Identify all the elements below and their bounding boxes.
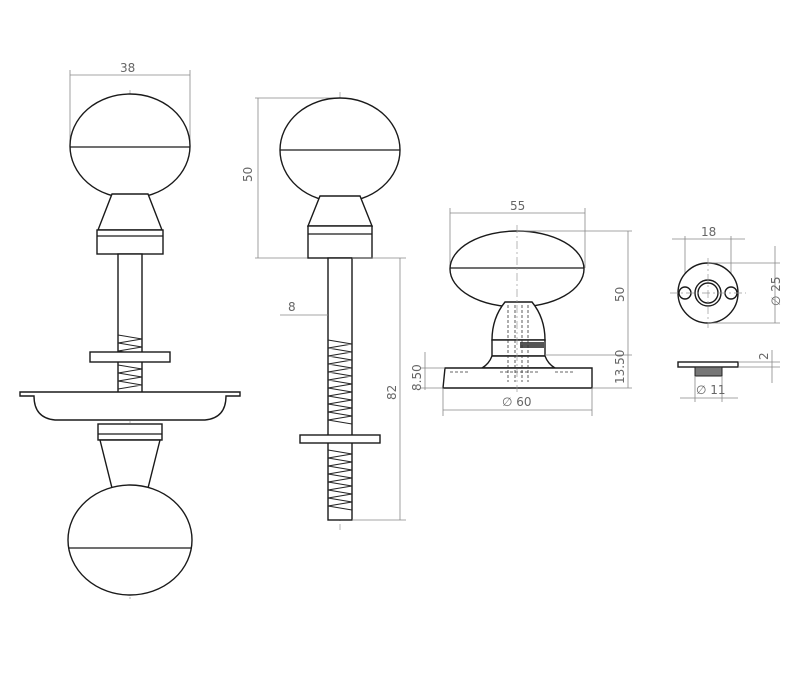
spindle-view: 50 8 82 bbox=[241, 92, 406, 530]
dim-hole-spacing-18: 18 bbox=[701, 225, 716, 239]
dim-boss-diameter-11: ∅ 11 bbox=[696, 383, 726, 397]
dim-knob-height-50: 50 bbox=[613, 287, 627, 302]
dim-rose-thickness-8-50: 8.50 bbox=[410, 364, 424, 391]
dim-knob-width-38: 38 bbox=[120, 61, 135, 75]
dim-spindle-width-8: 8 bbox=[288, 300, 296, 314]
escutcheon-view: 18 ∅ 25 2 ∅ 11 bbox=[670, 225, 783, 402]
rose-view: 55 50 13.50 8.50 ∅ 60 bbox=[410, 199, 632, 416]
assembly-view: 38 bbox=[19, 61, 241, 600]
dim-knob-height-50: 50 bbox=[241, 167, 255, 182]
dim-escutcheon-thickness-2: 2 bbox=[757, 352, 771, 360]
dim-escutcheon-diameter-25: ∅ 25 bbox=[769, 276, 783, 306]
dim-knob-width-55: 55 bbox=[510, 199, 525, 213]
dim-spindle-length-82: 82 bbox=[385, 385, 399, 400]
dim-neck-height-13-50: 13.50 bbox=[613, 350, 627, 384]
dim-rose-diameter-60: ∅ 60 bbox=[502, 395, 532, 409]
